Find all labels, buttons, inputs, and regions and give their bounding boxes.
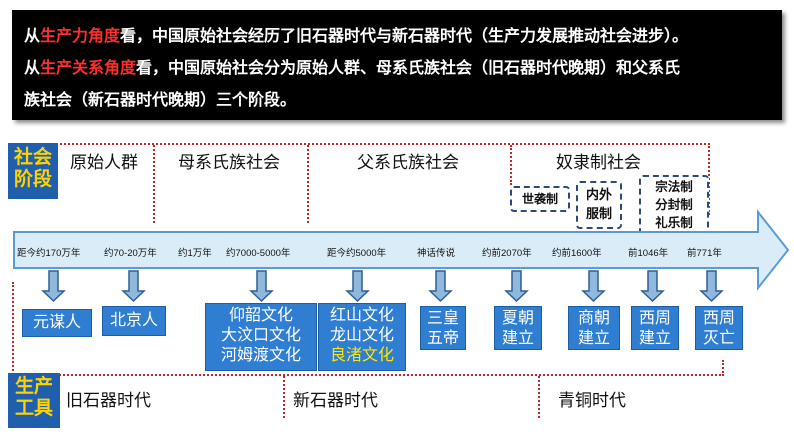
tick-5000: 距今约5000年 <box>327 248 387 259</box>
dotted-line-bottom-right <box>722 360 724 376</box>
xizhou-est-line1: 西周 <box>638 310 671 327</box>
production-tools-label-line1: 生产 <box>14 376 53 397</box>
stage-matriarchal-clan: 母系氏族社会 <box>178 153 280 172</box>
banner-highlight-productivity: 生产力角度 <box>40 28 121 45</box>
xizhou-end-line1: 西周 <box>702 310 735 327</box>
culture-yangshao: 仰韶文化 <box>228 307 293 324</box>
xia-line2: 建立 <box>501 330 534 347</box>
down-arrow-xizhou-est <box>640 270 665 303</box>
box-xizhou-established: 西周 建立 <box>631 306 679 350</box>
banner-line-1-prefix: 从 <box>24 28 41 45</box>
banner-line-3: 族社会（新石器时代晚期）三个阶段。 <box>24 86 296 110</box>
down-arrow-beijing <box>121 270 146 303</box>
system-inner-outer-box: 内外 服制 <box>576 181 622 229</box>
sanhuang-line2: 五帝 <box>426 330 459 347</box>
box-xizhou-fall: 西周 灭亡 <box>695 306 743 350</box>
down-arrow-xia <box>504 270 529 303</box>
tool-neolithic: 新石器时代 <box>293 391 378 410</box>
stage-primitive-group: 原始人群 <box>70 153 138 172</box>
culture-liangzhu: 良渚文化 <box>329 347 394 364</box>
tick-1wan: 约1万年 <box>178 248 212 259</box>
banner-line-2: 从生产关系角度看，中国原始社会分为原始人群、母系氏族社会（旧石器时代晚期）和父系… <box>24 54 680 78</box>
tool-paleolithic: 旧石器时代 <box>66 391 151 410</box>
stage-slave-society: 奴隶制社会 <box>556 153 641 172</box>
dotted-divider-4 <box>283 376 285 418</box>
banner-line-1-text: 看，中国原始社会经历了旧石器时代与新石器时代（生产力发展推动社会进步）。 <box>120 28 689 45</box>
sanhuang-line1: 三皇 <box>426 310 459 327</box>
production-tools-label: 生产 工具 <box>8 373 60 428</box>
culture-hemudu: 河姆渡文化 <box>220 347 301 364</box>
dotted-divider-2 <box>307 145 309 223</box>
culture-longshan: 龙山文化 <box>329 327 394 344</box>
stage-patriarchal-clan: 父系氏族社会 <box>357 153 459 172</box>
tick-myth: 神话传说 <box>417 248 456 259</box>
banner-line-2-text: 看，中国原始社会分为原始人群、母系氏族社会（旧石器时代晚期）和父系氏 <box>136 60 681 77</box>
box-xia: 夏朝 建立 <box>494 306 542 350</box>
tick-7000-5000: 约7000-5000年 <box>226 248 291 259</box>
down-arrow-culture1 <box>249 270 274 303</box>
shang-line2: 建立 <box>577 330 610 347</box>
timeline-arrow <box>13 209 790 291</box>
dotted-divider-3 <box>510 145 512 185</box>
culture-dawenkou: 大汶口文化 <box>220 327 301 344</box>
dotted-line-top-right <box>708 143 710 215</box>
box-beijing: 北京人 <box>102 306 166 336</box>
social-stage-label-line2: 阶段 <box>13 169 52 190</box>
box-yuanmou: 元谋人 <box>22 309 92 337</box>
xia-line1: 夏朝 <box>501 310 534 327</box>
system-hereditary-box: 世袭制 <box>510 186 570 212</box>
xizhou-est-line2: 建立 <box>638 330 671 347</box>
xizhou-end-line2: 灭亡 <box>702 330 735 347</box>
system-inner-outer-line2: 服制 <box>585 206 612 221</box>
banner-line-2-prefix: 从 <box>24 60 41 77</box>
system-zongfa: 宗法制 <box>655 180 693 194</box>
summary-banner: 从生产力角度看，中国原始社会经历了旧石器时代与新石器时代（生产力发展推动社会进步… <box>12 10 782 120</box>
down-arrow-shang <box>581 270 606 303</box>
tick-170wan: 距今约170万年 <box>17 248 81 259</box>
social-stage-label: 社会 阶段 <box>8 143 58 199</box>
dotted-line-bottom-left <box>12 282 14 375</box>
shang-line1: 商朝 <box>577 310 610 327</box>
system-liyue: 礼乐制 <box>655 216 693 230</box>
tick-bc1600: 约前1600年 <box>552 248 602 259</box>
system-fenfeng: 分封制 <box>655 198 693 212</box>
box-shang: 商朝 建立 <box>568 306 620 350</box>
social-stage-label-line1: 社会 <box>13 147 52 168</box>
tick-70-20wan: 约70-20万年 <box>104 248 157 259</box>
culture-hongshan: 红山文化 <box>329 307 394 324</box>
tick-bc771: 前771年 <box>687 248 722 259</box>
banner-line-1: 从生产力角度看，中国原始社会经历了旧石器时代与新石器时代（生产力发展推动社会进步… <box>24 22 688 46</box>
production-tools-label-line2: 工具 <box>14 398 53 419</box>
dotted-line-bottom <box>12 374 724 376</box>
system-zhou-box: 宗法制 分封制 礼乐制 <box>639 175 709 236</box>
down-arrow-yuanmou <box>41 270 66 303</box>
banner-highlight-relations: 生产关系角度 <box>40 60 137 77</box>
tick-bc2070: 约前2070年 <box>482 248 532 259</box>
dotted-divider-5 <box>538 376 540 418</box>
dotted-line-top <box>60 143 710 145</box>
dotted-divider-1 <box>153 145 155 223</box>
system-inner-outer-line1: 内外 <box>585 187 612 202</box>
box-sanhuang-wudi: 三皇 五帝 <box>420 306 466 350</box>
tool-bronze-age: 青铜时代 <box>558 391 626 410</box>
banner-line-3-text: 族社会（新石器时代晚期）三个阶段。 <box>24 92 297 109</box>
down-arrow-sanhuang <box>428 270 453 303</box>
tick-bc1046: 前1046年 <box>628 248 669 259</box>
down-arrow-culture2 <box>345 270 370 303</box>
box-culture-group2: 红山文化 龙山文化 良渚文化 <box>318 303 406 371</box>
box-culture-group1: 仰韶文化 大汶口文化 河姆渡文化 <box>205 303 317 371</box>
down-arrow-xizhou-end <box>699 270 724 303</box>
